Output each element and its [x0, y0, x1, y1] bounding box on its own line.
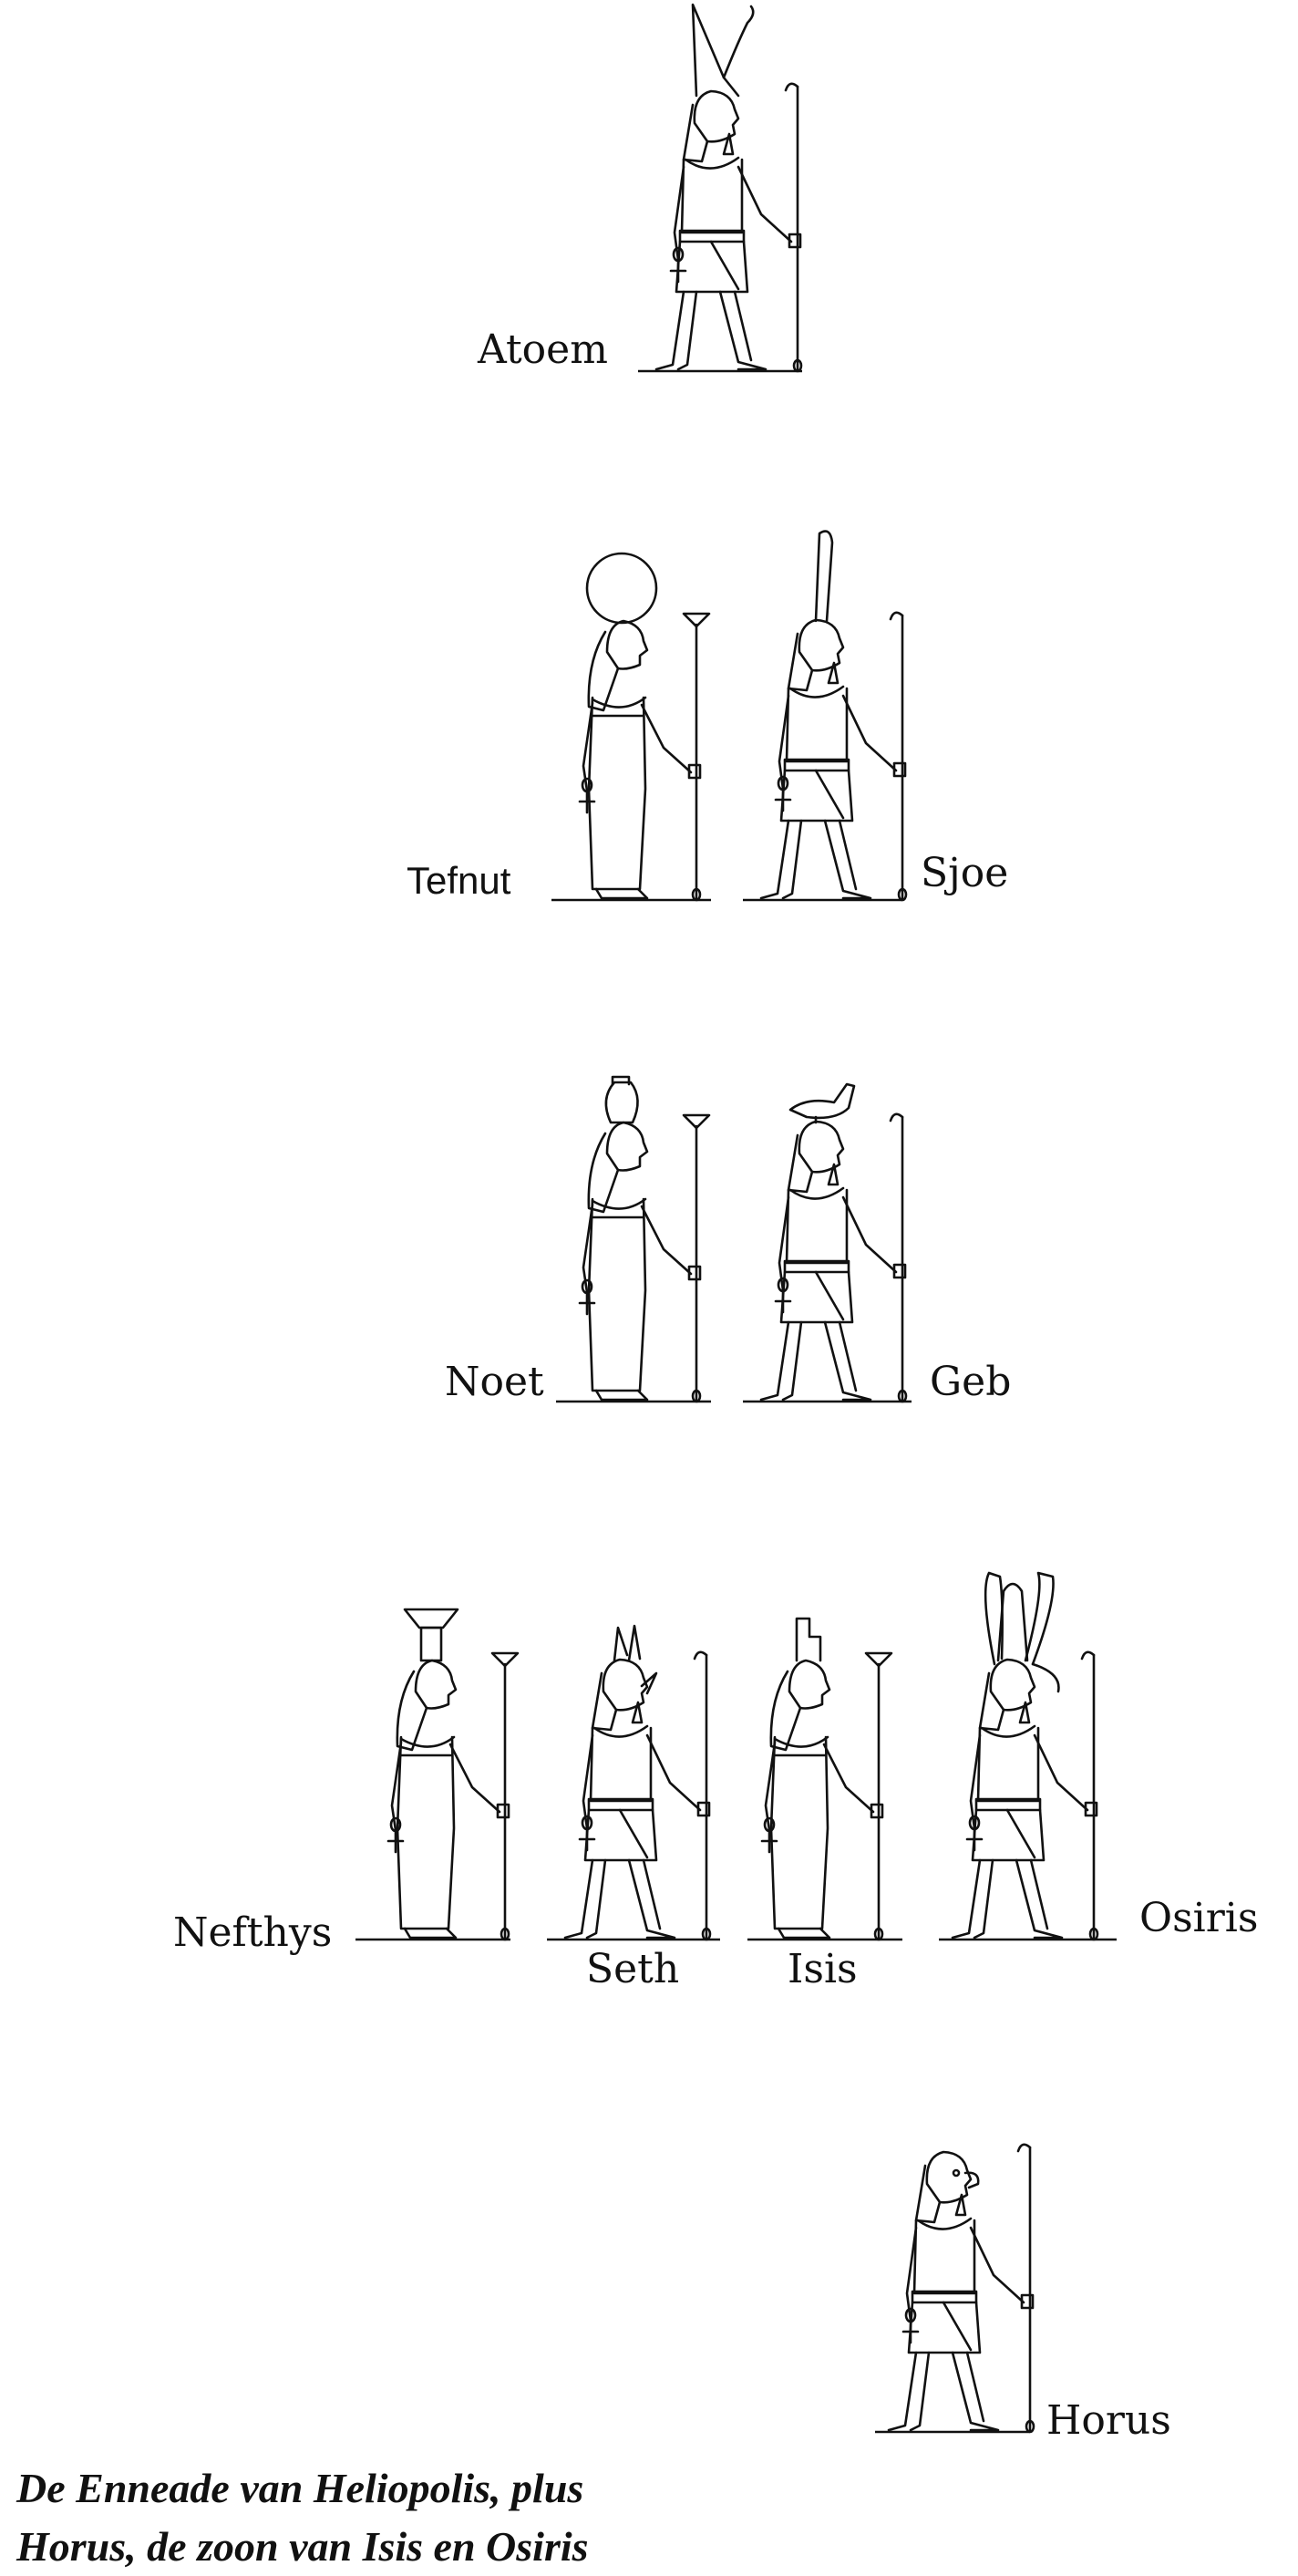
figure-atoem	[654, 3, 803, 373]
label-geb: Geb	[930, 1359, 1012, 1405]
label-nefthys: Nefthys	[173, 1909, 333, 1956]
figure-osiris	[951, 1571, 1099, 1941]
figure-tefnut	[578, 552, 711, 902]
label-isis: Isis	[788, 1946, 858, 1992]
caption-line-2: Horus, de zoon van Isis en Osiris	[16, 2523, 589, 2570]
label-noet: Noet	[445, 1359, 544, 1405]
figure-sjoe	[759, 530, 908, 902]
figure-horus	[887, 2143, 1035, 2434]
figure-nefthys	[386, 1608, 520, 1941]
figure-isis	[760, 1617, 893, 1941]
label-seth: Seth	[586, 1946, 680, 1992]
figure-seth	[563, 1624, 712, 1941]
caption-line-1: De Enneade van Heliopolis, plus	[16, 2465, 584, 2511]
figure-noet	[578, 1075, 711, 1403]
label-horus: Horus	[1046, 2397, 1171, 2444]
label-tefnut: Tefnut	[407, 859, 511, 902]
label-sjoe: Sjoe	[921, 850, 1009, 896]
label-osiris: Osiris	[1139, 1895, 1259, 1941]
figure-geb	[759, 1082, 908, 1403]
label-atoem: Atoem	[478, 326, 608, 373]
